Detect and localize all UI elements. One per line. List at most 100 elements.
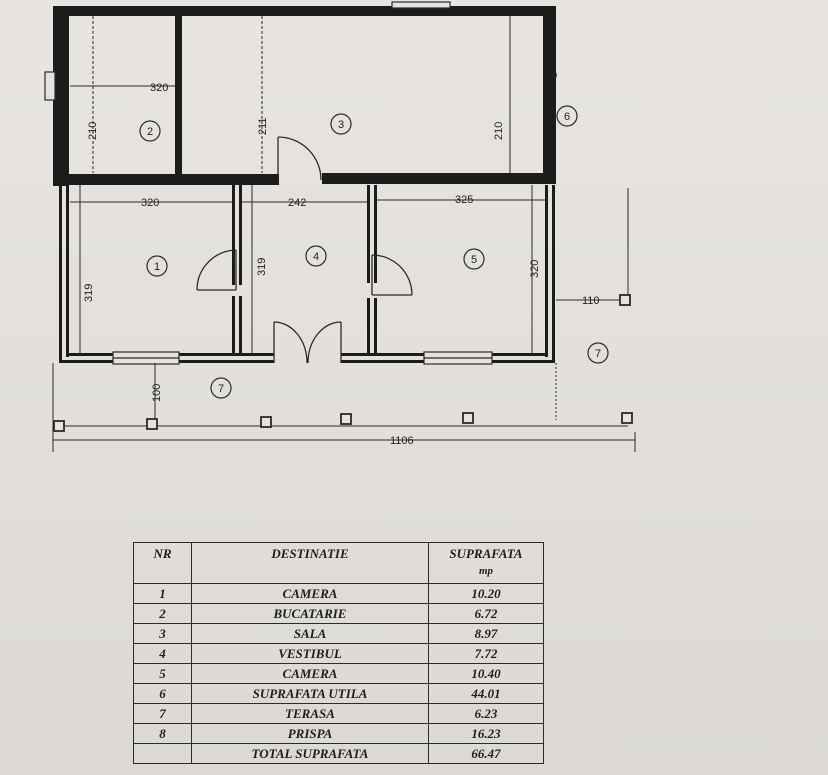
cell-destinatie: CAMERA (191, 583, 429, 604)
dim-sala-left: 211 (257, 117, 269, 135)
wall-right-lower-inner (545, 185, 548, 357)
marker-circle-5 (463, 248, 485, 270)
cell-nr: 1 (133, 583, 192, 604)
table-row: 5 CAMERA 10.40 (133, 663, 544, 684)
table-total-row: TOTAL SUPRAFATA 66.47 (133, 743, 544, 764)
wall-left-upper (53, 6, 69, 186)
room-number-5: 5 (471, 254, 477, 266)
wall-top (53, 6, 556, 16)
header-unit: mp (478, 565, 494, 577)
wall-partition-4-5-bottom (367, 298, 370, 356)
marker-circle-7-right (587, 342, 609, 364)
dim-terrace-offset: 110 (582, 295, 600, 307)
cell-total-nr (133, 743, 192, 764)
room-number-7-right: 7 (595, 348, 601, 360)
door-entry-left-swing (273, 321, 308, 364)
marker-circle-1 (146, 255, 168, 277)
wall-partition-4-5-bottom-b (374, 298, 377, 356)
wall-partition-4-5-top (367, 185, 370, 283)
room-number-6: 6 (564, 111, 570, 123)
room-number-2: 2 (147, 126, 153, 138)
cell-suprafata: 6.72 (428, 603, 544, 624)
cell-suprafata: 10.20 (428, 583, 544, 604)
cell-nr: 6 (133, 683, 192, 704)
cell-destinatie: TERASA (191, 703, 429, 724)
door-room5-swing (371, 254, 413, 296)
room-number-4: 4 (313, 251, 319, 263)
cell-suprafata: 16.23 (428, 723, 544, 744)
cell-destinatie: PRISPA (191, 723, 429, 744)
dim-porch-depth: 100 (151, 384, 163, 402)
windows (44, 1, 493, 365)
dim-room1-height: 319 (83, 284, 95, 302)
dim-room5-width: 325 (455, 194, 473, 206)
table-row: 2 BUCATARIE 6.72 (133, 603, 544, 624)
table-row: 1 CAMERA 10.20 (133, 583, 544, 604)
post-7 (619, 294, 631, 306)
wall-right-upper (543, 6, 556, 184)
room-number-7-left: 7 (218, 383, 224, 395)
floor-plan: 2 3 6 1 4 5 7 7 320 210 211 210 99 320 3… (44, 1, 636, 452)
room-number-3: 3 (338, 119, 344, 131)
window-kitchen (44, 71, 56, 101)
cell-suprafata: 6.23 (428, 703, 544, 724)
post-2 (146, 418, 158, 430)
marker-circle-4 (305, 245, 327, 267)
doors (196, 136, 413, 364)
marker-circle-6 (556, 105, 578, 127)
table-row: 7 TERASA 6.23 (133, 703, 544, 724)
header-suprafata: SUPRAFATA mp (428, 542, 544, 584)
cell-destinatie: SUPRAFATA UTILA (191, 683, 429, 704)
dimension-lines (52, 16, 636, 452)
dim-room1-width: 320 (141, 197, 159, 209)
door-entry-right-swing (307, 321, 342, 364)
post-4 (340, 413, 352, 425)
window-sala (391, 1, 451, 9)
table-row: 6 SUPRAFATA UTILA 44.01 (133, 683, 544, 704)
dim-total-width: 1106 (390, 435, 414, 447)
table-row: 3 SALA 8.97 (133, 623, 544, 644)
cell-total-label: TOTAL SUPRAFATA (191, 743, 429, 764)
table-header-row: NR DESTINATIE SUPRAFATA mp (133, 542, 544, 584)
cell-nr: 8 (133, 723, 192, 744)
cell-suprafata: 44.01 (428, 683, 544, 704)
dim-room5-height: 320 (529, 260, 541, 278)
wall-partition-1-4-bottom (232, 296, 235, 356)
cell-destinatie: VESTIBUL (191, 643, 429, 664)
dim-vestibul-height: 319 (256, 258, 268, 276)
dim-kitchen-height: 210 (87, 122, 99, 140)
wall-kitchen-partition (175, 14, 182, 174)
post-3 (260, 416, 272, 428)
cell-suprafata: 7.72 (428, 643, 544, 664)
dimension-labels: 320 210 211 210 99 320 319 242 319 325 3… (83, 70, 600, 447)
room-numbers: 2 3 6 1 4 5 7 7 (147, 111, 601, 395)
cell-nr: 4 (133, 643, 192, 664)
post-6 (621, 412, 633, 424)
dim-kitchen-width: 320 (150, 82, 168, 94)
wall-partition-1-4-top-b (239, 185, 242, 285)
table-row: 4 VESTIBUL 7.72 (133, 643, 544, 664)
dim-vestibul-width: 242 (288, 197, 306, 209)
wall-right-lower-outer (552, 185, 555, 363)
marker-circle-7-left (210, 377, 232, 399)
wall-middle-right (322, 173, 556, 184)
room-number-1: 1 (154, 261, 160, 273)
header-destinatie: DESTINATIE (191, 542, 429, 584)
dim-sala-right-small: 99 (545, 70, 557, 82)
wall-middle-left (53, 174, 279, 185)
header-nr: NR (133, 542, 192, 584)
wall-left-lower-inner (66, 185, 69, 357)
cell-nr: 2 (133, 603, 192, 624)
porch-posts (53, 294, 633, 432)
dim-sala-right: 210 (493, 122, 505, 140)
cell-nr: 5 (133, 663, 192, 684)
cell-nr: 7 (133, 703, 192, 724)
walls (53, 6, 556, 363)
wall-partition-4-5-top-b (374, 185, 377, 283)
marker-circle-3 (330, 113, 352, 135)
wall-partition-1-4-bottom-b (239, 296, 242, 356)
door-sala-swing (277, 136, 322, 181)
cell-destinatie: SALA (191, 623, 429, 644)
table-row: 8 PRISPA 16.23 (133, 723, 544, 744)
cell-destinatie: BUCATARIE (191, 603, 429, 624)
